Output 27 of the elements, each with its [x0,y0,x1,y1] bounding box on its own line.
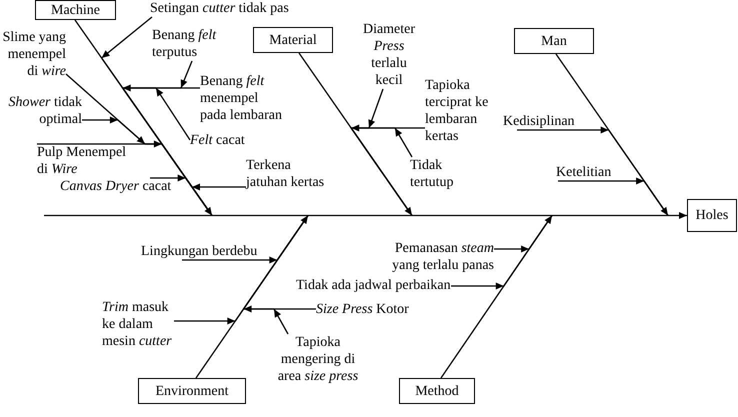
cause-text: Benang felt terputus [152,27,224,61]
spine-arrow [44,212,687,219]
cause-text: Tapioka terciprat ke lembaran kertas [425,77,493,145]
cause-text: Benang felt menempel pada lembaran [200,73,286,124]
effect-box: Holes [687,199,737,232]
cause-text: Setingan cutter tidak pas [150,0,289,17]
cause-text: Diameter Press terlalu kecil [361,21,417,89]
cause-text: Kedisiplinan [503,113,575,130]
cause-text: Tidak ada jadwal perbaikan [296,277,451,294]
category-box: Material [253,27,333,53]
cause-text: Tapioka mengering di area size press [276,334,360,385]
cause-text: Shower tidak optimal [6,94,82,128]
cause-text: Terkena jatuhan kertas [246,157,328,191]
cause-text: Tidak tertutup [410,157,458,191]
category-box: Man [514,28,594,54]
cause-text: Canvas Dryer cacat [60,178,172,195]
cause-text: Size Press Kotor [316,301,409,318]
cause-text: Trim masuk ke dalam mesin cutter [102,299,174,350]
cause-text: Lingkungan berdebu [141,243,258,260]
cause-text: Felt cacat [190,132,245,149]
category-box: Machine [35,0,116,20]
category-box: Environment [138,378,246,404]
cause-text: Pemanasan steam yang terlalu panas [388,240,494,274]
cause-text: Pulp Menempel di Wire [37,144,127,178]
cause-text: Slime yang menempel di wire [0,29,66,80]
cause-text: Ketelitian [556,164,612,181]
category-box: Method [399,378,475,404]
